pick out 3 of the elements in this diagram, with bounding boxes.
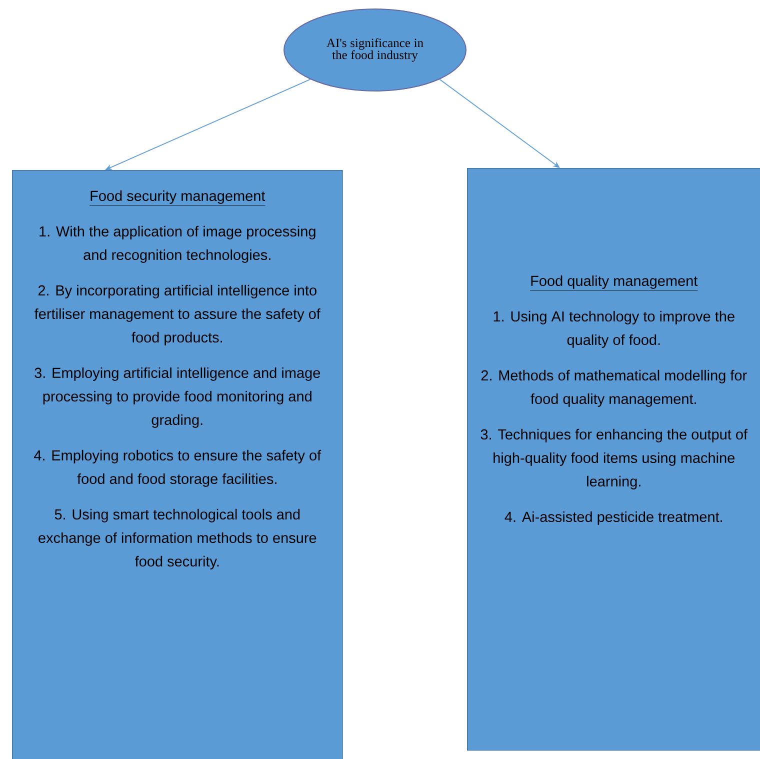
category-box: Food security management 1. With the application of image processing and recognition technologies. 2. By incorporating artificial intelligence into fertiliser management to assure the safety of food products. 3. Employing artificial intelligence and image processing to provide food monitoring and grading. 4. Employing robotics to ensure the safety of food and food storage facilities. 5. Using smart technological tools and exchange of information methods to ensure food security.: [12, 170, 343, 759]
category-box: Food quality management 1. Using AI technology to improve the quality of food. 2. Methods of mathematical modelling for food quality management. 3. Techniques for enhancing the output of high-quality food items using machine learning. 4. Ai-assisted pesticide treatment.: [467, 168, 760, 751]
arrow: [439, 78, 560, 168]
